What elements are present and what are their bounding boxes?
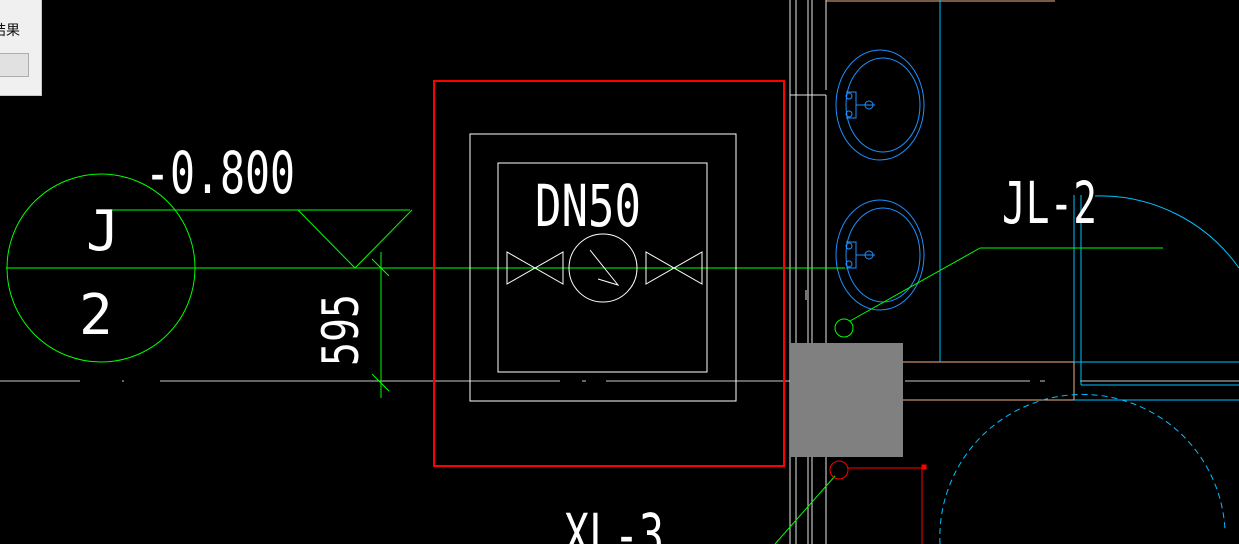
dimension-label[interactable]: 595: [312, 294, 370, 366]
red-riser-marker[interactable]: [829, 460, 927, 544]
gate-valve-right-icon: [645, 251, 703, 285]
pipe-number-label[interactable]: 2: [79, 283, 113, 348]
cyan-structure: [939, 0, 1239, 544]
gray-column-block[interactable]: [790, 343, 903, 457]
dimension-line: [371, 252, 390, 398]
selection-rectangle[interactable]: [433, 80, 785, 467]
gate-valve-left-icon: [506, 251, 564, 285]
result-button[interactable]: [0, 53, 29, 77]
wash-basin-bottom[interactable]: [835, 199, 925, 311]
result-panel: 结果: [0, 0, 42, 96]
wall-lines: [789, 0, 827, 544]
water-meter-icon: [568, 233, 638, 303]
elevation-label[interactable]: -0.800: [145, 139, 295, 207]
pipe-letter-label[interactable]: J: [86, 199, 120, 264]
pipe-inlet-symbol[interactable]: [6, 173, 845, 363]
riser-leaders: [774, 247, 1163, 544]
wash-basin-top[interactable]: [835, 49, 925, 161]
riser-label-right[interactable]: JL-2: [1002, 169, 1097, 237]
riser-label-bottom[interactable]: XL-3: [564, 501, 664, 544]
pipe-size-label[interactable]: DN50: [535, 172, 641, 240]
meter-box[interactable]: [469, 133, 737, 402]
result-label: 结果: [0, 23, 20, 39]
